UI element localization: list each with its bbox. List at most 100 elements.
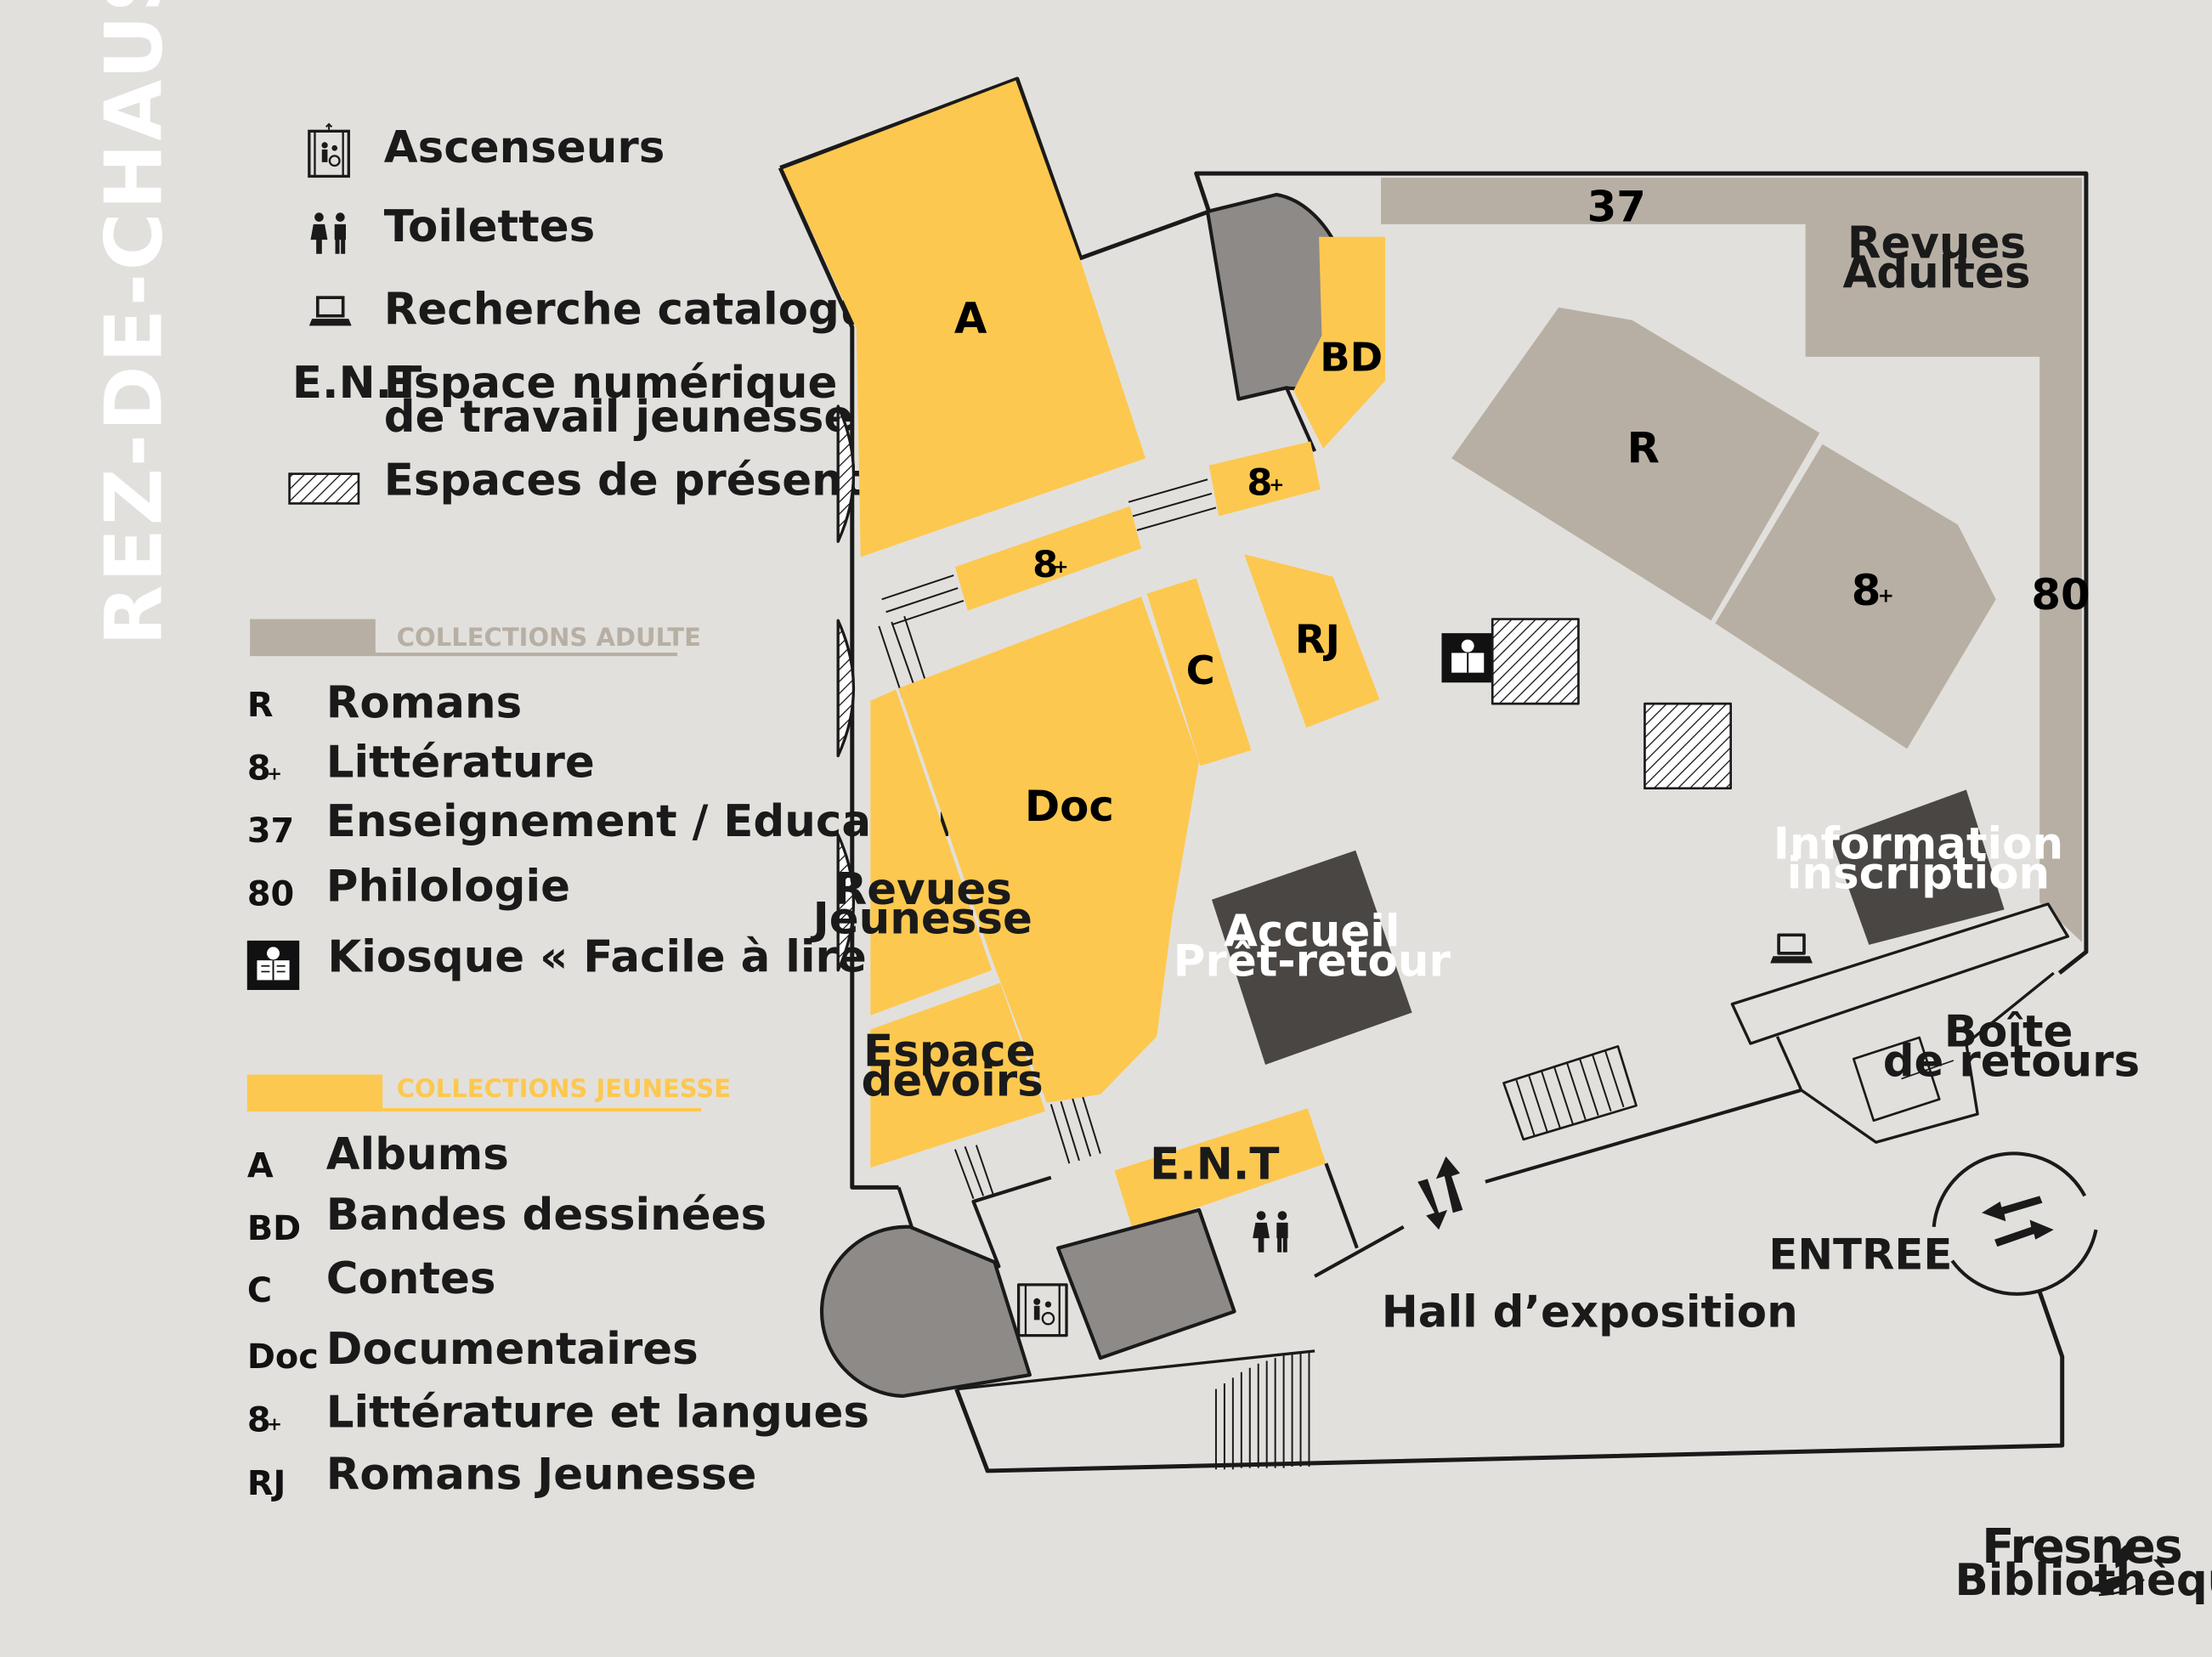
youth-code-bd: BD [247, 1209, 301, 1248]
window-3 [836, 833, 856, 972]
youth-code-c: C [247, 1271, 272, 1310]
adult-zone-revues-line1: Revues [1847, 218, 2026, 269]
west-wall [778, 167, 899, 1190]
adult-label-philologie: Philologie [326, 861, 570, 912]
info-line1: Information [1774, 819, 2063, 870]
youth-zone-8plus-top-sup: + [1269, 475, 1284, 496]
outer-wall [779, 76, 2089, 976]
window-2 [836, 619, 856, 758]
entrance-label: ENTREE [1768, 1230, 1952, 1280]
youth-zone-albums [783, 80, 1146, 557]
youth-zone-8plus-top-label: 8 [1247, 462, 1272, 505]
adult-zone-8plus-sup: + [1878, 585, 1894, 608]
youth-zone-revues-line1: Revues [834, 864, 1012, 915]
accueil-line1: Accueil [1224, 907, 1400, 958]
youth-code-a: A [247, 1147, 274, 1186]
youth-zone-albums-label: A [954, 294, 987, 343]
adult-code-80: 80 [247, 874, 294, 913]
youth-label-bd: Bandes dessinées [326, 1190, 767, 1241]
legend-label-elevators: Ascenseurs [384, 122, 665, 173]
youth-label-romans-jeunesse: Romans Jeunesse [326, 1450, 757, 1501]
adult-zone-revues-line2: Adultes [1842, 248, 2030, 299]
floor-title: REZ-DE-CHAUSSEE [88, 0, 180, 646]
youth-code-8plus-sup: + [267, 1414, 282, 1435]
youth-label-contes: Contes [326, 1253, 496, 1304]
toilets-icon [310, 212, 346, 254]
adult-zone-r-label: R [1627, 423, 1660, 472]
entrance-revolving-door [1932, 1151, 2098, 1296]
youth-label-litterature-langues: Littérature et langues [326, 1387, 869, 1438]
logo-sub: Bibliothèque [1955, 1555, 2212, 1606]
legend-code-ent: E.N.T [292, 358, 421, 409]
adult-code-r: R [247, 686, 274, 725]
youth-zone-revues-line2: Jeunesse [811, 894, 1032, 945]
stair-rotunda-bottom [820, 1224, 1032, 1399]
boite-line2: de retours [1883, 1036, 2140, 1087]
fresnes-logo: Fresnes Bibliothèque [1955, 1519, 2212, 1606]
legend-label-catalogue: Recherche catalogue [384, 285, 901, 336]
adult-shelf-37-80 [1381, 178, 2082, 942]
youth-zone-rj [1244, 554, 1380, 728]
youth-code-8plus: 8 [247, 1400, 271, 1439]
youth-zone-devoirs-line2: devoirs [862, 1055, 1044, 1106]
floor-plan: 37 Revues Adultes 80 R 8 + A BD 8 + [778, 76, 2140, 1473]
adult-label-kiosque: Kiosque « Facile à lire » [327, 931, 909, 982]
hatched-area-icon [288, 472, 360, 505]
elevator-room [1055, 1207, 1236, 1360]
adult-label-enseignement: Enseignement / Education [326, 796, 968, 847]
youth-zone-8plus-mid-label: 8 [1032, 544, 1058, 586]
youth-code-doc: Doc [247, 1337, 319, 1377]
youth-zone-revues [870, 689, 993, 1015]
legend-label-toilets: Toilettes [384, 201, 595, 252]
hall-staircase [1502, 1045, 1638, 1141]
south-wall [954, 1291, 2065, 1473]
map-elevator-icon [1016, 1283, 1068, 1337]
inner-diagonal-wall [1485, 1088, 1802, 1184]
adult-code-37: 37 [247, 812, 294, 851]
counter [1730, 902, 2069, 1045]
accueil-desk [1211, 850, 1412, 1065]
leaf-icon [2087, 1540, 2145, 1597]
adult-label-litterature: Littérature [326, 737, 595, 788]
adult-label-romans: Romans [326, 678, 522, 729]
elevator-icon [308, 122, 350, 178]
youth-zone-ent [1114, 1108, 1327, 1230]
legend-label-ent-line1: Espace numérique [384, 358, 838, 409]
youth-zone-devoirs [870, 982, 1046, 1168]
info-line2: inscription [1787, 849, 2050, 900]
door-arrows-icon [1417, 1156, 1463, 1230]
map-toilets-icon [1253, 1211, 1288, 1253]
adult-collections-legend: COLLECTIONS ADULTE R Romans 8 + Littérat… [246, 619, 968, 991]
adult-code-8plus: 8 [247, 749, 271, 789]
adult-color-swatch [250, 619, 376, 655]
youth-zone-doc-label: Doc [1025, 782, 1114, 831]
youth-color-swatch [246, 1074, 383, 1111]
youth-zone-bd-label: BD [1320, 334, 1383, 380]
adult-heading: COLLECTIONS ADULTE [397, 623, 701, 652]
youth-zone-devoirs-line1: Espace [863, 1026, 1036, 1077]
information-desk [1830, 789, 2005, 945]
youth-collections-legend: COLLECTIONS JEUNESSE A Albums BD Bandes … [246, 1074, 869, 1503]
adult-zone-80-label: 80 [2031, 570, 2090, 619]
presentation-area-2 [1643, 702, 1733, 790]
youth-zone-8plus-mid-sup: + [1053, 557, 1068, 578]
youth-zone-8plus-mid [954, 506, 1141, 611]
accueil-line2: Prêt-retour [1174, 936, 1451, 987]
youth-zone-doc [898, 597, 1200, 1103]
adult-zone-37-label: 37 [1587, 183, 1646, 232]
youth-zone-bd [1293, 236, 1386, 449]
youth-code-rj: RJ [247, 1464, 286, 1503]
logo-name: Fresnes [1982, 1519, 2181, 1575]
boite-line1: Boîte [1944, 1006, 2073, 1057]
ent-label: E.N.T [1150, 1139, 1279, 1190]
south-staircase [956, 1349, 1315, 1470]
youth-zone-8plus-top [1208, 441, 1321, 517]
window-1 [836, 404, 856, 543]
presentation-area-1 [1491, 618, 1580, 705]
youth-label-documentaires: Documentaires [326, 1324, 699, 1375]
adult-zone-8plus [1715, 444, 1996, 749]
hall-label: Hall d’exposition [1382, 1287, 1798, 1338]
adult-zone-r [1451, 307, 1820, 621]
youth-heading: COLLECTIONS JEUNESSE [397, 1074, 731, 1103]
